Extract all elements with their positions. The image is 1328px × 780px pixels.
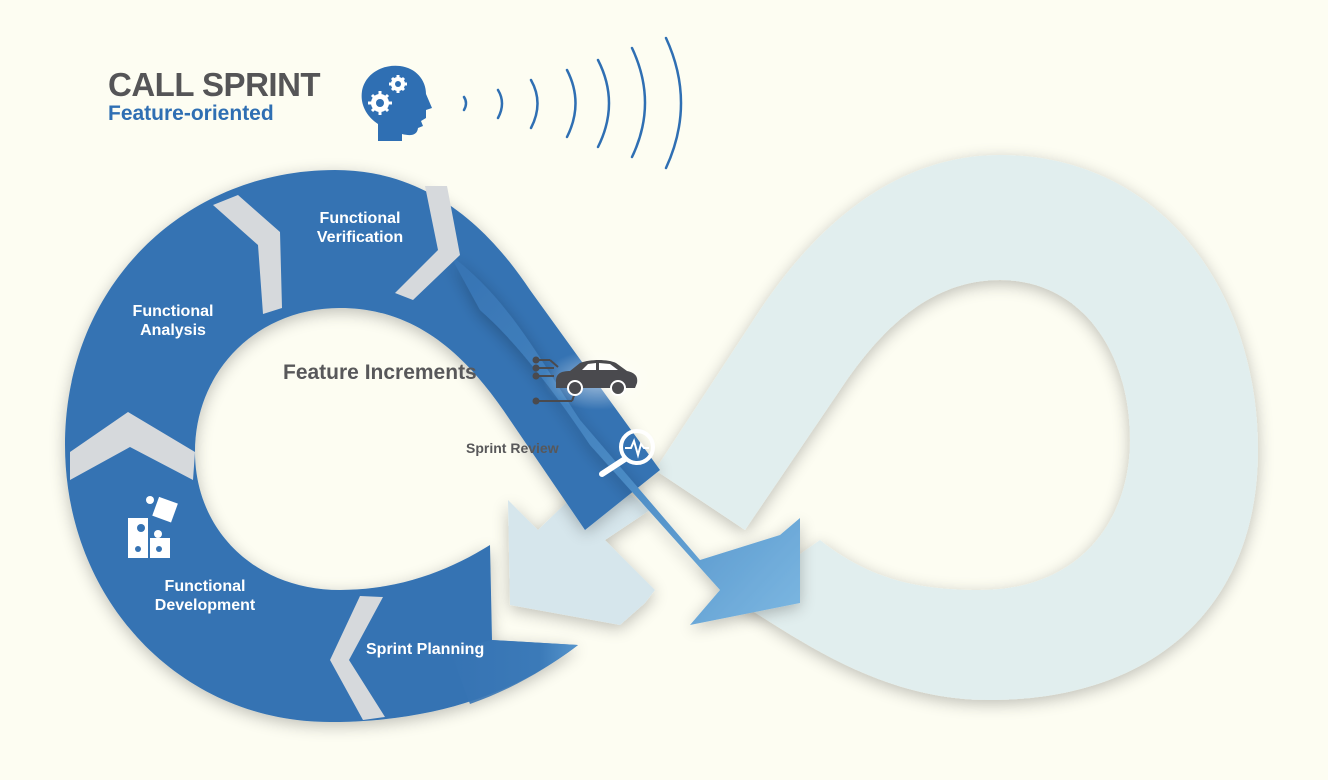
infinity-loop-pale — [655, 155, 1258, 700]
chevron-1 — [213, 195, 282, 314]
chevron-2 — [395, 186, 460, 300]
chevron-4 — [330, 596, 385, 720]
sprint-review-label: Sprint Review — [466, 440, 559, 456]
crossing-arrow — [450, 255, 800, 625]
page-title: CALL SPRINT — [108, 66, 321, 103]
segment-label-line2: Verification — [316, 229, 404, 246]
chevrons — [70, 186, 460, 720]
head-gears-icon — [361, 65, 432, 141]
page-subtitle: Feature-oriented — [108, 102, 274, 125]
segment-functional-verification: Functional Verification — [300, 209, 420, 247]
center-label: Feature Increments — [283, 361, 477, 384]
segment-functional-development: Functional Development — [135, 577, 275, 615]
segment-sprint-planning: Sprint Planning — [366, 640, 526, 659]
cycle-ring — [65, 170, 660, 722]
chevron-3 — [70, 412, 195, 480]
segment-functional-analysis: Functional Analysis — [113, 302, 233, 340]
signal-waves-icon — [462, 36, 683, 170]
segment-label-line2: Analysis — [140, 322, 206, 339]
puzzle-icon — [128, 496, 178, 558]
pale-arrow-left — [508, 470, 655, 625]
segment-label-line1: Functional — [164, 578, 246, 595]
segment-label-line2: Development — [154, 597, 256, 614]
magnifier-pulse-icon — [599, 429, 655, 477]
segment-label-line1: Functional — [132, 303, 214, 320]
segment-label-line1: Sprint Planning — [366, 641, 485, 658]
segment-label-line1: Functional — [319, 210, 401, 227]
sprint-planning-arrowhead — [450, 640, 578, 704]
connected-car-icon — [532, 356, 638, 405]
